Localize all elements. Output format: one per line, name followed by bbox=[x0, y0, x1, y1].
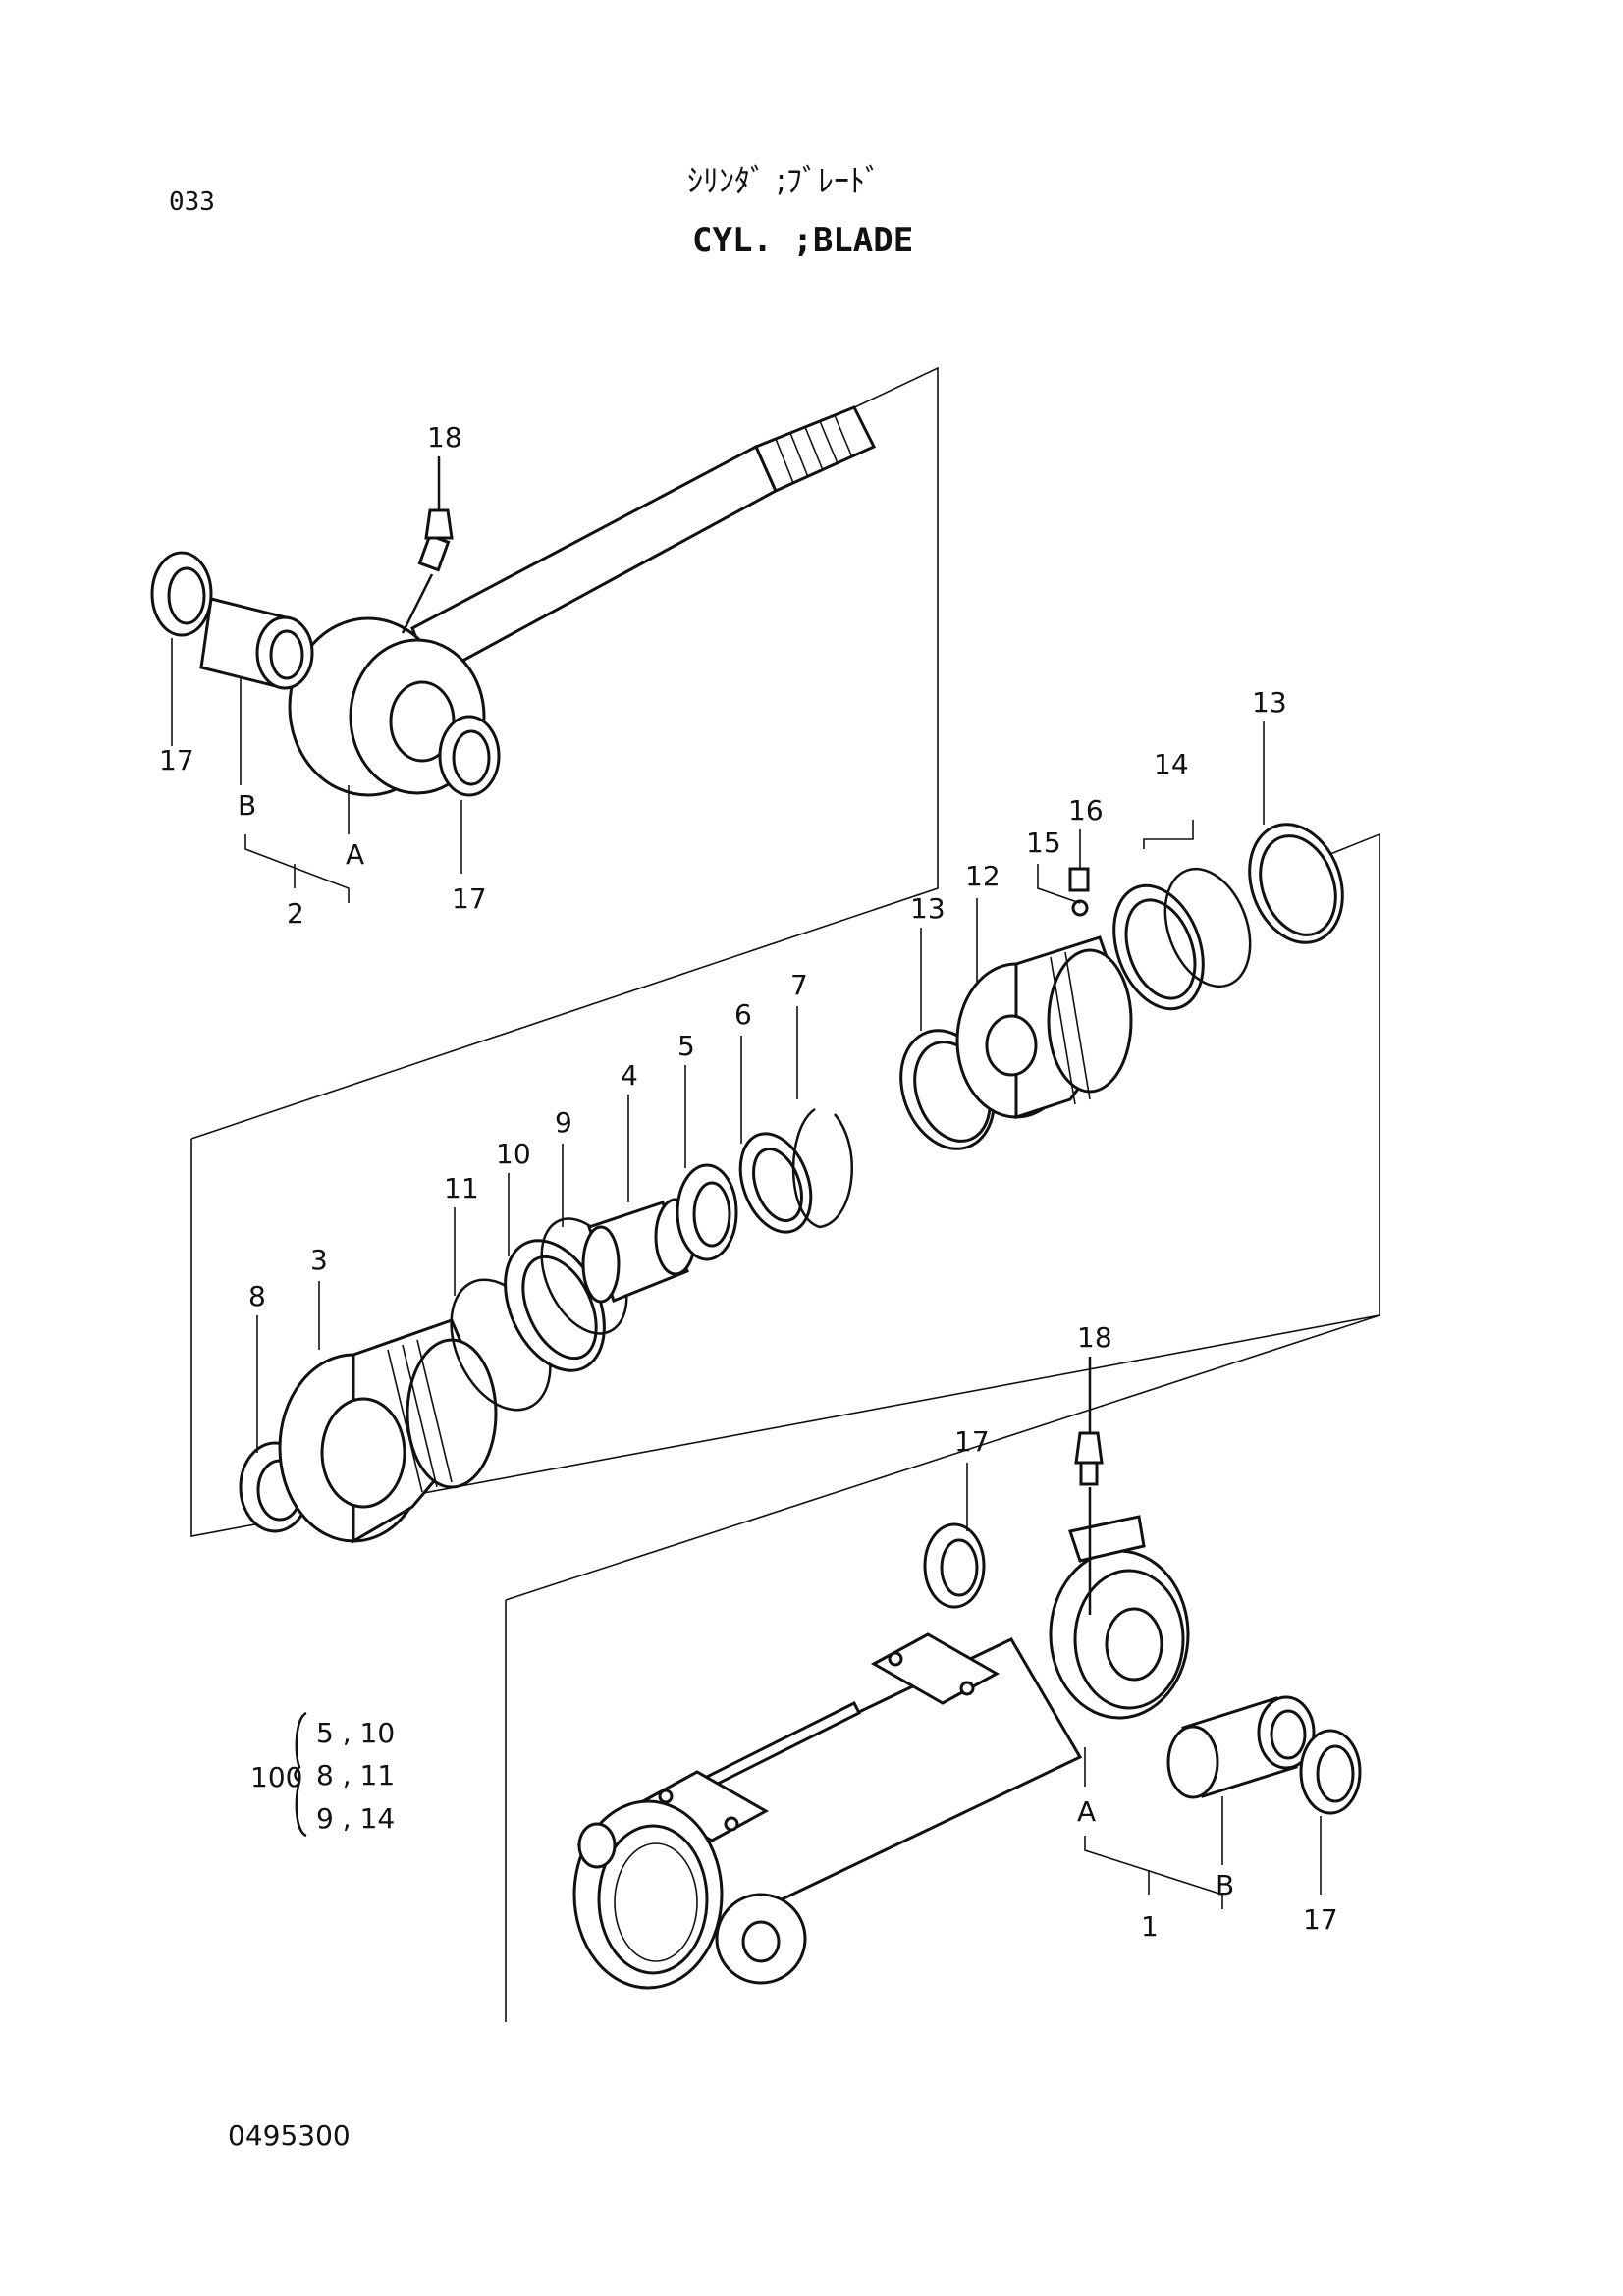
piston-12 bbox=[955, 935, 1133, 1120]
seal-kit-row-2: 8 , 11 bbox=[316, 1759, 395, 1791]
callout-11: 11 bbox=[444, 1172, 479, 1204]
callout-13-right: 13 bbox=[1252, 686, 1287, 719]
inner-parts: 8 3 11 10 9 4 5 6 7 bbox=[190, 686, 1380, 1544]
callout-18-tube: 18 bbox=[1077, 1321, 1112, 1354]
grease-nipple-rod bbox=[401, 456, 454, 634]
callout-9: 9 bbox=[555, 1106, 572, 1139]
bolt-hole bbox=[888, 1651, 903, 1667]
callout-15: 15 bbox=[1026, 827, 1061, 859]
bolt-hole bbox=[959, 1681, 975, 1696]
port-boss-hole bbox=[741, 1920, 781, 1963]
dust-seal-tube-right bbox=[1299, 1729, 1362, 1815]
bushing-tube bbox=[1166, 1695, 1316, 1799]
piston-seal-14 bbox=[1112, 867, 1252, 1011]
cylinder-head-3 bbox=[278, 1318, 498, 1544]
steel-ball-15 bbox=[1071, 899, 1089, 917]
callout-13-left: 13 bbox=[910, 892, 946, 925]
rod-boundary bbox=[190, 366, 939, 1140]
dust-seal-rod-right bbox=[438, 715, 501, 797]
air-port bbox=[577, 1822, 617, 1869]
callout-A-rod: A bbox=[346, 838, 364, 871]
seal-kit-callout: 100 5 , 10 8 , 11 9 , 14 bbox=[250, 1711, 395, 1838]
callout-12: 12 bbox=[965, 860, 1001, 892]
callout-17-rod-left: 17 bbox=[159, 744, 194, 776]
callout-1: 1 bbox=[1141, 1910, 1159, 1943]
callout-3: 3 bbox=[310, 1244, 328, 1276]
callout-10: 10 bbox=[496, 1138, 531, 1170]
tube-eye-bore bbox=[1105, 1607, 1163, 1682]
tube-assembly: 18 17 A B 1 17 bbox=[505, 1314, 1380, 2022]
callout-6: 6 bbox=[734, 998, 752, 1031]
seal-kit-row-1: 5 , 10 bbox=[316, 1717, 395, 1749]
title-english: CYL. ;BLADE bbox=[692, 221, 913, 260]
callout-5: 5 bbox=[677, 1030, 695, 1062]
bushing-rod bbox=[199, 597, 314, 690]
seal-kit-number: 100 bbox=[250, 1761, 302, 1793]
page-number: 033 bbox=[169, 187, 215, 217]
dust-seal-rod-left bbox=[150, 551, 213, 637]
wear-ring-13-right bbox=[1248, 823, 1344, 944]
callout-B-rod: B bbox=[238, 789, 256, 822]
piston-rod bbox=[410, 444, 778, 680]
bolt-hole bbox=[724, 1816, 739, 1832]
bolt-hole bbox=[658, 1789, 674, 1804]
set-screw-16 bbox=[1068, 867, 1090, 892]
title-japanese: ｼﾘﾝﾀﾞ ;ﾌﾞﾚｰﾄﾞ bbox=[687, 162, 881, 199]
callout-B-tube: B bbox=[1216, 1869, 1234, 1901]
callout-14: 14 bbox=[1154, 748, 1189, 780]
tube-boundary-top bbox=[505, 1314, 1380, 1601]
callout-17-tube-right: 17 bbox=[1303, 1903, 1338, 1936]
callout-16: 16 bbox=[1068, 794, 1104, 827]
callout-8: 8 bbox=[248, 1280, 266, 1312]
seal-kit-brace bbox=[294, 1711, 307, 1838]
snap-ring-7 bbox=[791, 1107, 853, 1229]
thread-lines bbox=[775, 414, 853, 484]
grease-nipple-tube bbox=[1074, 1431, 1104, 1486]
drawing-number: 0495300 bbox=[228, 2119, 351, 2152]
callout-7: 7 bbox=[790, 969, 808, 1001]
callout-A-tube: A bbox=[1077, 1795, 1096, 1828]
rod-assembly: 18 17 B A 2 17 bbox=[150, 366, 939, 1140]
buffer-seal-5 bbox=[676, 1163, 738, 1261]
callout-18-rod: 18 bbox=[427, 421, 462, 454]
seal-kit-row-3: 9 , 14 bbox=[316, 1802, 395, 1835]
callout-2: 2 bbox=[287, 897, 304, 930]
seal-6 bbox=[738, 1132, 813, 1234]
callout-17-rod-right: 17 bbox=[452, 882, 487, 915]
callout-17-tube-left: 17 bbox=[954, 1425, 990, 1458]
callout-4: 4 bbox=[621, 1059, 638, 1092]
dust-seal-tube-left bbox=[923, 1522, 986, 1609]
tube-thread-inner bbox=[614, 1842, 698, 1962]
